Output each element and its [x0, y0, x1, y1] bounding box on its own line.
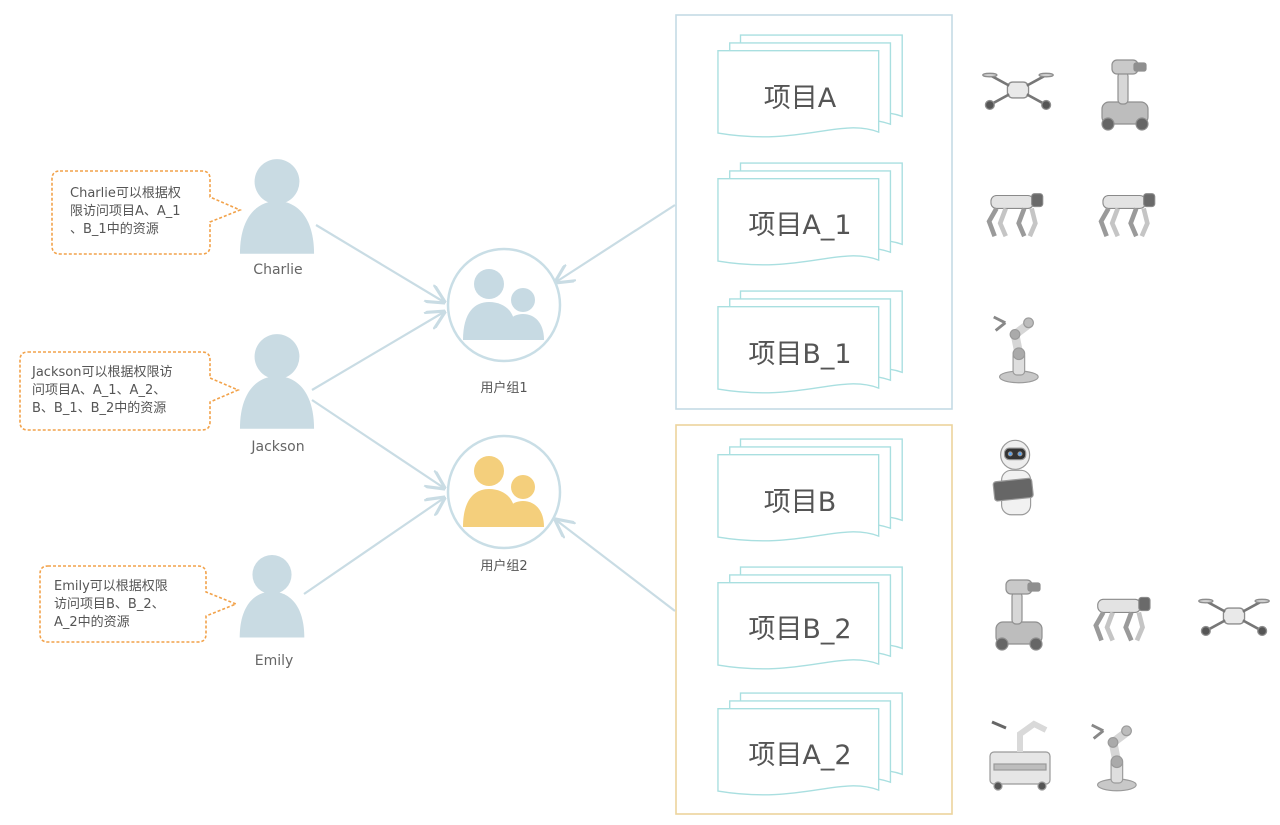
project-label-a: 项目A: [763, 83, 837, 114]
group2-project-frame: [675, 424, 953, 815]
service-robot-icon: [992, 439, 1035, 516]
jackson-note-line: 问项目A、A_1、A_2、: [32, 383, 167, 398]
emily-note-bubble: [39, 565, 239, 643]
project-label-b: 项目B: [763, 487, 837, 518]
robot-arm-icon: [1092, 725, 1136, 791]
robot-arm-icon: [994, 317, 1038, 383]
connector-frame1-group1: [556, 204, 676, 282]
emily-note-line: 访问项目B、B_2、: [54, 597, 165, 612]
person-jackson-icon[interactable]: [239, 334, 315, 429]
emily-note: Emily可以根据权限 访问项目B、B_2、 A_2中的资源: [54, 578, 168, 632]
project-label-b1: 项目B_1: [748, 339, 852, 370]
person-charlie-icon[interactable]: [239, 159, 315, 254]
connector-charlie-group1: [315, 224, 444, 302]
group1-project-frame: [675, 14, 953, 410]
group-2-label: 用户组2: [480, 559, 528, 574]
drone-icon: [1197, 597, 1271, 637]
drone-icon: [981, 71, 1055, 111]
connector-emily-group2: [303, 498, 444, 595]
charlie-note-line: 、B_1中的资源: [70, 222, 159, 237]
project-label-a2: 项目A_2: [748, 740, 852, 771]
group-1-label: 用户组1: [480, 381, 528, 396]
jackson-note-line: Jackson可以根据权限访: [32, 365, 173, 380]
quadruped-robot-icon: [989, 194, 1043, 237]
mobile-manipulator-icon: [1101, 59, 1149, 131]
mobile-manipulator-icon: [995, 579, 1043, 651]
quadruped-robot-icon: [1101, 194, 1155, 237]
user-name-emily[interactable]: Emily: [254, 653, 294, 669]
cobot-cart-icon: [990, 722, 1050, 790]
jackson-note-bubble: [19, 351, 241, 431]
quadruped-robot-icon: [1096, 597, 1150, 640]
charlie-note-bubble: [51, 170, 243, 255]
user-group-1-icon[interactable]: [446, 247, 562, 363]
charlie-note: Charlie可以根据权 限访问项目A、A_1 、B_1中的资源: [70, 185, 181, 239]
person-emily-icon[interactable]: [239, 555, 305, 638]
project-label-b2: 项目B_2: [748, 614, 852, 645]
charlie-note-line: Charlie可以根据权: [70, 186, 181, 201]
connector-jackson-group2: [311, 399, 444, 488]
emily-note-line: A_2中的资源: [54, 615, 130, 630]
jackson-note-line: B、B_1、B_2中的资源: [32, 401, 167, 416]
jackson-note: Jackson可以根据权限访 问项目A、A_1、A_2、 B、B_1、B_2中的…: [32, 364, 172, 418]
connector-jackson-group1: [311, 312, 444, 391]
user-name-charlie[interactable]: Charlie: [253, 262, 303, 278]
emily-note-line: Emily可以根据权限: [54, 579, 168, 594]
connector-frame2-group2: [556, 520, 676, 612]
charlie-note-line: 限访问项目A、A_1: [70, 204, 181, 219]
project-label-a1: 项目A_1: [748, 210, 852, 241]
user-name-jackson[interactable]: Jackson: [251, 439, 305, 455]
user-group-2-icon[interactable]: [446, 434, 562, 550]
